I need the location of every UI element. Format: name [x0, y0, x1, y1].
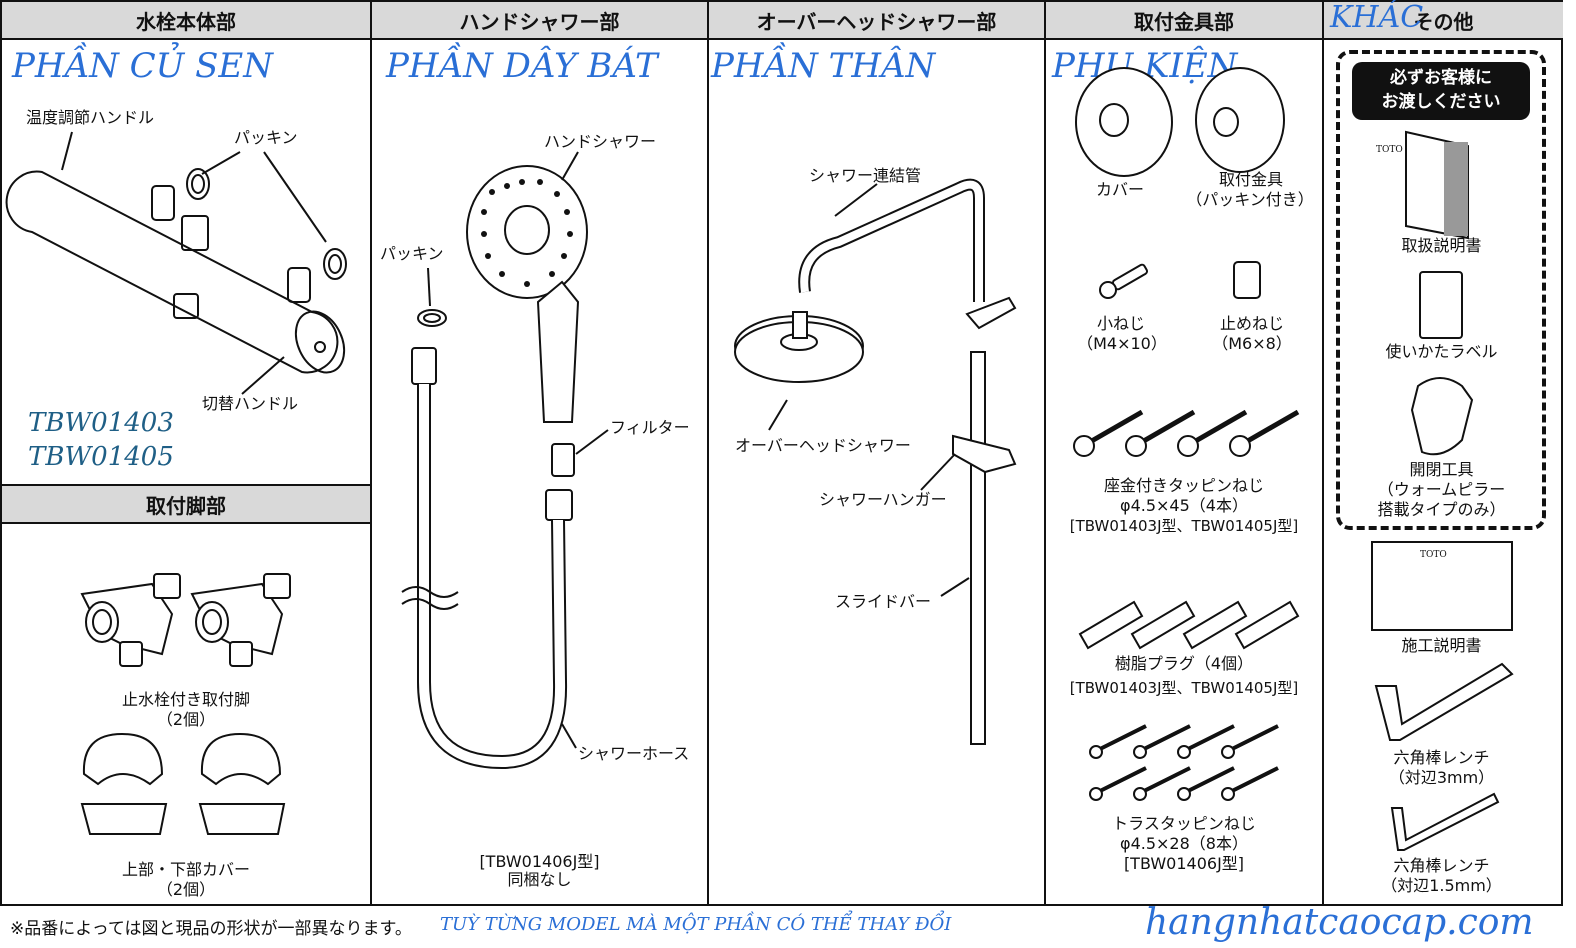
header-fittings: 取付金具部 — [1046, 2, 1322, 40]
header-overhead: オーバーヘッドシャワー部 — [709, 2, 1044, 40]
fittings-illustration — [1073, 67, 1300, 801]
label-wrench3-size: （対辺3mm） — [1388, 768, 1495, 787]
label-leg-qty: （2個） — [156, 710, 216, 729]
label-packing-body: パッキン — [234, 128, 298, 147]
handover-badge: 必ずお客様に お渡しください — [1352, 62, 1530, 120]
label-tool-sub2: 搭載タイプのみ） — [1377, 500, 1506, 519]
column-overhead: オーバーヘッドシャワー部 PHẦN THÂN シャワー連結管 オーバーヘッドシャ… — [709, 2, 1046, 906]
label-slide: スライドバー — [835, 592, 932, 611]
parts-table: 水栓本体部 PHẦN CỦ SEN 温度調節ハンドル パッキン 切替ハンドル — [0, 0, 1563, 906]
label-truss-screw: トラスタッピンねじ — [1112, 814, 1256, 833]
label-install: 施工説明書 — [1401, 636, 1482, 655]
label-wrench15: 六角棒レンチ — [1393, 856, 1490, 875]
viet-title-hand: PHẦN DÂY BÁT — [386, 46, 658, 86]
model-2: TBW01405 — [28, 442, 174, 472]
label-packing-hand: パッキン — [380, 244, 444, 263]
label-truss-screw-size: φ4.5×28（8本） — [1120, 834, 1248, 853]
label-usage-label: 使いかたラベル — [1385, 342, 1498, 361]
viet-title-body: PHẦN CỦ SEN — [12, 46, 273, 86]
label-pipe: シャワー連結管 — [809, 166, 922, 185]
label-bracket-sub: （パッキン付き） — [1186, 190, 1314, 209]
label-cover: 上部・下部カバー — [121, 860, 250, 879]
column-hand-shower: ハンドシャワー部 PHẦN DÂY BÁT ハンドシャワー パッキン フィルター… — [372, 2, 709, 906]
header-hand-shower: ハンドシャワー部 — [372, 2, 707, 40]
site-watermark: hangnhatcaocap.com — [1145, 902, 1534, 943]
label-cover-plate: カバー — [1096, 180, 1145, 199]
label-plug: 樹脂プラグ（4個） — [1114, 654, 1254, 673]
label-hanger: シャワーハンガー — [819, 490, 947, 509]
header-legs: 取付脚部 — [2, 484, 370, 524]
handover-box — [1336, 50, 1546, 530]
label-leg: 止水栓付き取付脚 — [121, 690, 250, 709]
label-wrench3: 六角棒レンチ — [1393, 748, 1490, 767]
label-temp-handle: 温度調節ハンドル — [26, 108, 155, 127]
label-cover-qty: （2個） — [156, 880, 216, 899]
label-overhead: オーバーヘッドシャワー — [735, 436, 911, 455]
label-wrench15-size: （対辺1.5mm） — [1381, 876, 1502, 895]
label-manual: 取扱説明書 — [1401, 236, 1482, 255]
label-washer-screw-size: φ4.5×45（4本） — [1120, 496, 1248, 515]
toto-logo-manual: TOTO — [1376, 145, 1403, 155]
label-hose: シャワーホース — [578, 744, 690, 763]
column-body: 水栓本体部 PHẦN CỦ SEN 温度調節ハンドル パッキン 切替ハンドル — [2, 2, 372, 906]
label-bracket: 取付金具 — [1218, 170, 1283, 189]
label-note-model: [TBW01406J型] — [479, 852, 600, 871]
column-fittings: 取付金具部 PHỤ KIỆN — [1046, 2, 1324, 906]
other-illustration — [1371, 130, 1514, 851]
label-note-none: 同梱なし — [507, 870, 572, 889]
faucet-body-illustration — [5, 131, 347, 395]
footnote: ※品番によっては図と現品の形状が一部異なります。 — [10, 919, 412, 939]
viet-title-overhead: PHẦN THÂN — [711, 46, 936, 86]
label-small-screw: 小ねじ — [1096, 314, 1145, 333]
label-tool-sub1: （ウォームピラー — [1377, 480, 1506, 499]
hand-shower-illustration — [401, 151, 609, 770]
label-hand-shower: ハンドシャワー — [544, 132, 657, 151]
viet-title-other: KHÁC — [1330, 0, 1424, 35]
label-small-screw-size: （M4×10） — [1077, 334, 1167, 353]
footnote-viet: TUỲ TỪNG MODEL MÀ MỘT PHẦN CÓ THỂ THAY Đ… — [440, 914, 952, 935]
label-washer-screw-models: [TBW01403J型、TBW01405J型] — [1069, 517, 1299, 535]
column-other: その他 — [1324, 2, 1563, 906]
label-tool: 開閉工具 — [1409, 460, 1474, 479]
overhead-illustration — [734, 178, 1017, 745]
label-switch-handle: 切替ハンドル — [202, 394, 299, 413]
label-set-screw: 止めねじ — [1219, 314, 1284, 333]
label-set-screw-size: （M6×8） — [1212, 334, 1292, 353]
badge-line-1: 必ずお客様に — [1390, 68, 1492, 88]
label-plug-models: [TBW01403J型、TBW01405J型] — [1069, 679, 1299, 697]
model-1: TBW01403 — [28, 408, 174, 438]
label-truss-screw-models: [TBW01406J型] — [1123, 854, 1245, 873]
toto-logo-install: TOTO — [1420, 550, 1447, 560]
header-body: 水栓本体部 — [2, 2, 370, 40]
legs-illustration — [80, 573, 291, 835]
label-washer-screw: 座金付きタッピンねじ — [1103, 476, 1264, 495]
header-other: その他 — [1324, 2, 1563, 40]
badge-line-2: お渡しください — [1381, 92, 1501, 112]
label-filter: フィルター — [610, 418, 690, 437]
